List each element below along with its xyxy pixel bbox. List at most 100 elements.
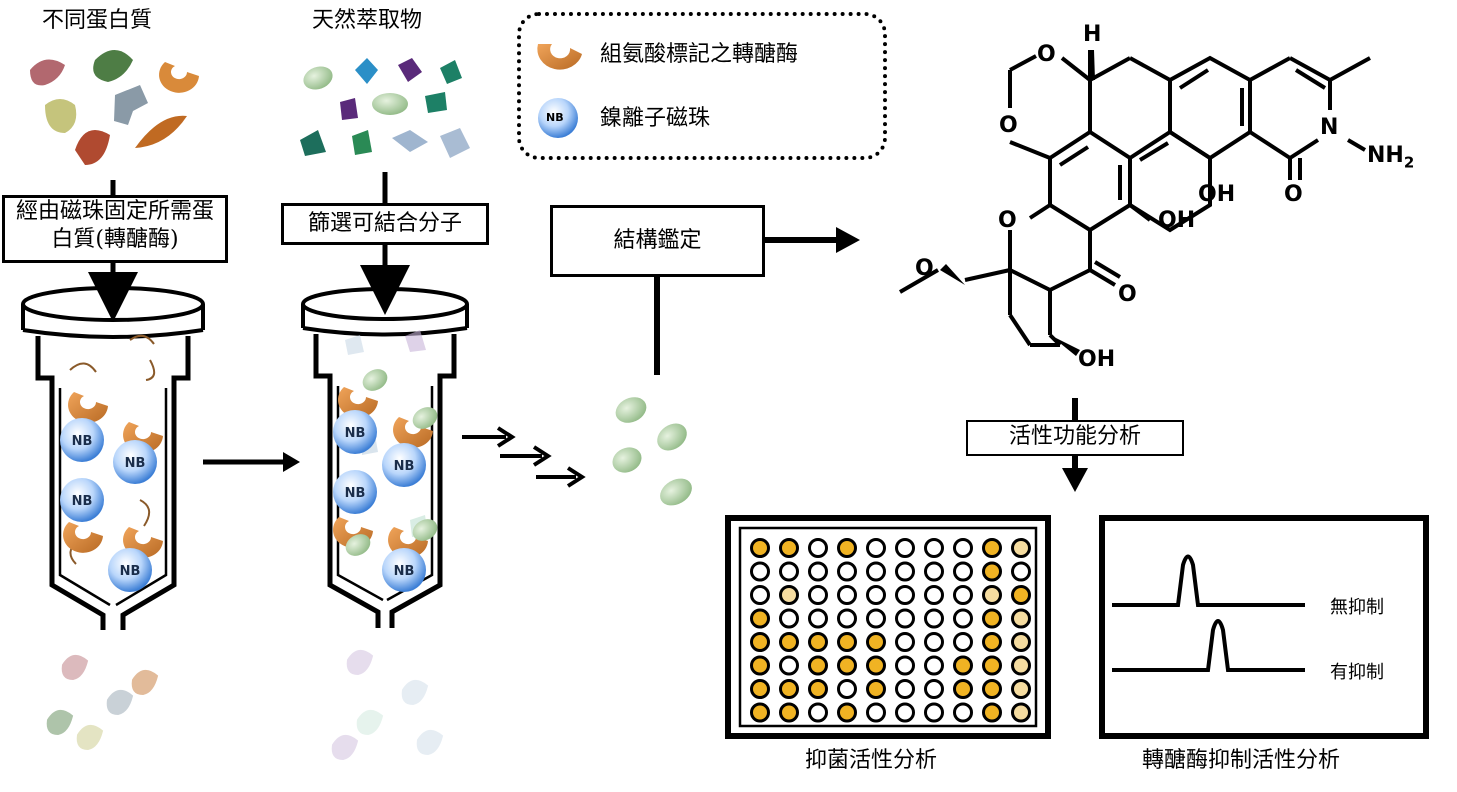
plate-well xyxy=(779,655,799,676)
plate-well xyxy=(837,561,857,582)
triple-arrows xyxy=(462,426,586,488)
plate-well xyxy=(924,538,944,558)
bound-compound xyxy=(412,519,438,541)
column-1 xyxy=(21,286,205,630)
plate-well xyxy=(895,679,915,699)
eluted-shape xyxy=(46,709,74,736)
plate-well xyxy=(1011,702,1031,723)
plate-well xyxy=(866,679,886,699)
step-immobilize-line2: 白質(轉醣酶) xyxy=(51,227,179,252)
plate-well xyxy=(750,655,770,676)
enzyme-shape xyxy=(63,522,103,553)
plate-well xyxy=(924,702,944,723)
plate-well xyxy=(779,561,799,582)
atom-o-methoxy: O xyxy=(915,256,934,281)
magnetic-bead xyxy=(333,410,377,454)
plate-well xyxy=(895,585,915,605)
bead-label: NB xyxy=(72,434,93,449)
atom-nh2: NH2 xyxy=(1367,143,1415,172)
atom-oh-1: OH xyxy=(1198,182,1236,207)
column-2 xyxy=(301,287,469,628)
plate-well xyxy=(837,585,857,605)
step-screen-label: 篩選可結合分子 xyxy=(307,211,462,236)
plate-well xyxy=(866,561,886,582)
chromatogram-panel xyxy=(1099,515,1429,739)
eluted-shape xyxy=(416,729,444,756)
magnetic-bead xyxy=(382,443,426,487)
magnetic-bead xyxy=(333,470,377,514)
plate-well xyxy=(982,585,1002,605)
atom-h: H xyxy=(1083,22,1102,47)
plate-well xyxy=(779,632,799,652)
arrow-column1-to-column2 xyxy=(203,452,300,472)
eluted-shape xyxy=(346,649,374,676)
legend-icons xyxy=(537,44,582,138)
plate-well xyxy=(866,702,886,723)
plate-caption: 抑菌活性分析 xyxy=(805,748,938,773)
eluted-shape xyxy=(331,734,359,761)
plate-well xyxy=(895,632,915,652)
magnetic-bead xyxy=(108,548,152,592)
plate-well xyxy=(750,608,770,629)
plate-well xyxy=(982,655,1002,676)
plate-well xyxy=(808,655,828,676)
chromatogram-caption: 轉醣酶抑制活性分析 xyxy=(1142,748,1341,773)
plate-well xyxy=(808,608,828,629)
plate-well xyxy=(953,702,973,723)
magnetic-bead xyxy=(382,548,426,592)
bound-compound xyxy=(362,369,388,391)
plate-well xyxy=(982,538,1002,558)
eluted-shape xyxy=(131,669,159,696)
inhibition-label: 有抑制 xyxy=(1330,662,1384,683)
atom-oh-3: OH xyxy=(1078,347,1116,372)
plate-well xyxy=(953,561,973,582)
legend-bead-label: 鎳離子磁珠 xyxy=(600,106,711,131)
eluted-shape xyxy=(106,689,134,716)
plate-well xyxy=(808,679,828,699)
no-inhibition-label: 無抑制 xyxy=(1330,597,1384,618)
plate-well xyxy=(837,608,857,629)
plate-well xyxy=(1011,632,1031,652)
extract-shapes xyxy=(300,58,470,158)
plate-well xyxy=(895,702,915,723)
legend-enzyme-label: 組氨酸標記之轉醣酶 xyxy=(600,42,799,67)
plate-well xyxy=(953,655,973,676)
magnetic-bead xyxy=(60,418,104,462)
bead-label: NB xyxy=(394,459,415,474)
plate-well xyxy=(779,608,799,629)
plate-well xyxy=(924,561,944,582)
function-analysis-box: 活性功能分析 xyxy=(966,420,1184,456)
plate-well xyxy=(837,702,857,723)
plate-well xyxy=(895,561,915,582)
eluted-shape xyxy=(76,724,104,751)
legend-bead-text: NB xyxy=(546,111,564,124)
enzyme-icon xyxy=(537,44,582,70)
step-immobilize-line1: 經由磁珠固定所需蛋 xyxy=(15,199,214,224)
eluted-shape xyxy=(356,709,384,736)
plate-well xyxy=(750,702,770,723)
plate-well xyxy=(924,655,944,676)
plate-well xyxy=(953,632,973,652)
plate-well xyxy=(837,655,857,676)
plate-well xyxy=(982,702,1002,723)
function-analysis-label: 活性功能分析 xyxy=(1008,424,1141,449)
plate-well xyxy=(750,561,770,582)
plate-well xyxy=(866,585,886,605)
wedge-bond-oh xyxy=(1050,335,1080,356)
bead-label: NB xyxy=(345,426,366,441)
trace-inhibition xyxy=(1112,619,1305,672)
legend-box xyxy=(517,12,887,160)
plate-well xyxy=(953,585,973,605)
plate-well xyxy=(750,538,770,558)
magnetic-bead xyxy=(113,440,157,484)
enzyme-shape xyxy=(338,387,378,418)
plate-well xyxy=(953,538,973,558)
plate-well xyxy=(779,679,799,699)
eluted-shape xyxy=(401,679,429,706)
plate-well xyxy=(953,679,973,699)
bead-label: NB xyxy=(345,486,366,501)
eluted-shape xyxy=(61,654,89,681)
structure-id-box: 結構鑑定 xyxy=(550,205,765,277)
plate-well xyxy=(779,538,799,558)
trace-no-inhibition xyxy=(1112,554,1305,607)
